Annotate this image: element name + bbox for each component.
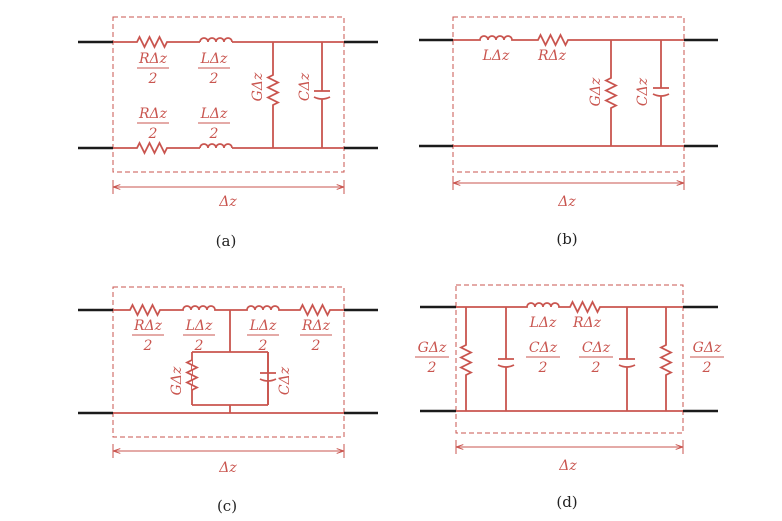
label-capacitance-left-d: CΔz 2: [526, 340, 560, 376]
svg-text:GΔz: GΔz: [418, 340, 447, 356]
svg-text:2: 2: [591, 360, 601, 376]
shunt-resistor-left-d: [458, 307, 474, 411]
inductor-symbol: [199, 37, 233, 43]
top-conductor-a: [113, 34, 200, 50]
inductor-symbol: [199, 143, 233, 149]
svg-text:2: 2: [702, 360, 712, 376]
label-conductance-left-d: GΔz 2: [415, 340, 449, 376]
svg-text:2: 2: [538, 360, 548, 376]
label-capacitance-c: CΔz: [277, 366, 293, 395]
svg-text:RΔz: RΔz: [133, 318, 163, 334]
label-conductance-b: GΔz: [588, 77, 604, 106]
label-conductance-c: GΔz: [169, 366, 185, 395]
label-conductance-right-d: GΔz 2: [690, 340, 724, 376]
svg-text:GΔz: GΔz: [693, 340, 722, 356]
svg-text:2: 2: [209, 71, 219, 87]
label-resistor-b: RΔz: [537, 48, 567, 64]
length-label-b: Δz: [557, 194, 576, 210]
shunt-resistor-b: [603, 40, 619, 146]
svg-text:2: 2: [427, 360, 437, 376]
top-conductor-b: [453, 32, 684, 48]
length-label-a: Δz: [218, 194, 237, 210]
svg-text:2: 2: [143, 338, 153, 354]
shunt-capacitor-b: [652, 40, 670, 146]
shunt-resistor-right-d: [658, 307, 674, 411]
top-conductor-d: [456, 299, 683, 315]
svg-text:2: 2: [148, 71, 158, 87]
top-conductor-c: [113, 302, 344, 318]
length-label-c: Δz: [218, 460, 237, 476]
shunt-resistor-a: [265, 42, 281, 148]
svg-text:CΔz: CΔz: [582, 340, 611, 356]
svg-text:LΔz: LΔz: [185, 318, 213, 334]
caption-b: (b): [556, 230, 577, 248]
panel-a: RΔz 2 LΔz 2 RΔz 2 LΔz 2 GΔz CΔz Δz (a): [78, 16, 378, 250]
bottom-conductor-a: [113, 140, 200, 156]
label-bottom-resistor-a: RΔz 2: [137, 106, 169, 142]
section-boundary-a: [112, 16, 345, 173]
panel-b: LΔz RΔz GΔz CΔz Δz (b): [419, 16, 718, 248]
section-boundary-d: [455, 284, 684, 434]
svg-text:RΔz: RΔz: [301, 318, 331, 334]
label-capacitance-right-d: CΔz 2: [579, 340, 613, 376]
shunt-capacitor-a: [313, 42, 331, 148]
caption-a: (a): [216, 232, 237, 250]
shunt-capacitor-right-d: [618, 307, 636, 411]
svg-text:RΔz: RΔz: [138, 51, 168, 67]
label-resistor-left-c: RΔz 2: [132, 318, 164, 354]
label-inductor-d: LΔz: [529, 315, 557, 331]
length-label-d: Δz: [558, 458, 577, 474]
section-boundary-b: [452, 16, 685, 173]
label-top-resistor-a: RΔz 2: [137, 51, 169, 87]
svg-text:LΔz: LΔz: [200, 106, 228, 122]
label-capacitance-b: CΔz: [635, 77, 651, 106]
shunt-capacitor-c: [259, 352, 277, 405]
label-bottom-inductor-a: LΔz 2: [198, 106, 230, 142]
label-inductor-b: LΔz: [482, 48, 510, 64]
section-boundary-c: [112, 286, 345, 438]
label-inductor-left-c: LΔz 2: [183, 318, 215, 354]
shunt-resistor-c: [184, 359, 200, 391]
svg-text:RΔz: RΔz: [138, 106, 168, 122]
caption-c: (c): [217, 497, 237, 515]
svg-text:2: 2: [209, 126, 219, 142]
caption-d: (d): [556, 493, 577, 511]
svg-text:2: 2: [258, 338, 268, 354]
label-inductor-right-c: LΔz 2: [247, 318, 279, 354]
svg-text:LΔz: LΔz: [200, 51, 228, 67]
label-capacitance-a: CΔz: [297, 72, 313, 101]
svg-text:CΔz: CΔz: [529, 340, 558, 356]
svg-text:2: 2: [148, 126, 158, 142]
svg-text:2: 2: [194, 338, 204, 354]
svg-text:2: 2: [311, 338, 321, 354]
panel-c: RΔz 2 LΔz 2 LΔz 2 RΔz 2 GΔz CΔz Δz (c): [78, 286, 378, 515]
svg-text:LΔz: LΔz: [249, 318, 277, 334]
shunt-capacitor-left-d: [497, 307, 515, 411]
label-top-inductor-a: LΔz 2: [198, 51, 230, 87]
label-conductance-a: GΔz: [250, 72, 266, 101]
label-resistor-d: RΔz: [572, 315, 602, 331]
panel-d: LΔz RΔz GΔz 2 CΔz 2 CΔz 2 GΔz 2 Δz (d): [415, 284, 724, 511]
label-resistor-right-c: RΔz 2: [300, 318, 332, 354]
